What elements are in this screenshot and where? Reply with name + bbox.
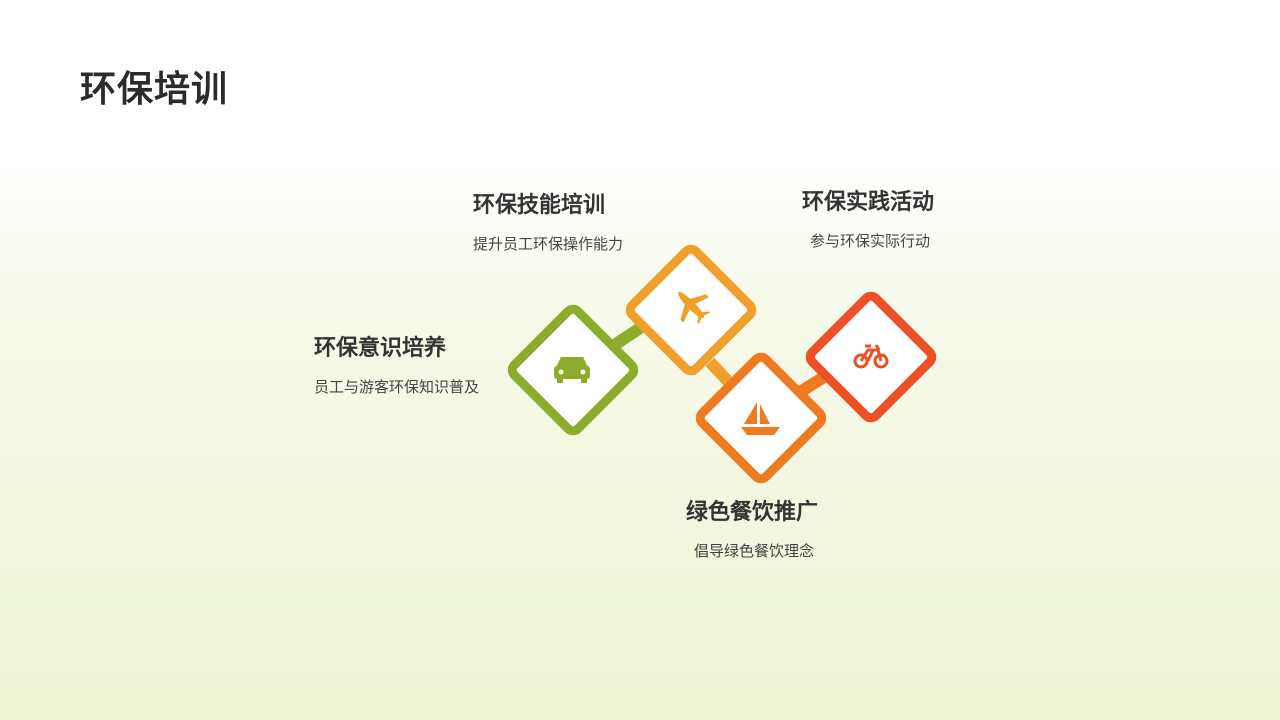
step-1-desc: 员工与游客环保知识普及 bbox=[314, 378, 480, 396]
airplane-icon bbox=[677, 291, 711, 325]
step-1-diamond bbox=[507, 304, 639, 436]
step-4-title: 环保实践活动 bbox=[802, 190, 935, 215]
step-3-title: 绿色餐饮推广 bbox=[686, 500, 819, 525]
step-1-text: 环保意识培养 员工与游客环保知识普及 bbox=[314, 330, 479, 397]
step-2-text: 环保技能培训 提升员工环保操作能力 bbox=[473, 187, 623, 254]
car-icon bbox=[554, 357, 590, 383]
step-1-title: 环保意识培养 bbox=[314, 336, 447, 361]
bicycle-icon bbox=[853, 344, 889, 369]
step-3-text: 绿色餐饮推广 倡导绿色餐饮理念 bbox=[686, 494, 818, 561]
step-2-diamond bbox=[625, 244, 757, 376]
page-title: 环保培训 bbox=[80, 69, 229, 110]
step-4-desc: 参与环保实际行动 bbox=[810, 232, 931, 250]
step-3-desc: 倡导绿色餐饮理念 bbox=[694, 542, 815, 560]
sailboat-icon bbox=[741, 402, 780, 435]
step-2-title: 环保技能培训 bbox=[473, 193, 606, 218]
step-4-diamond bbox=[805, 291, 937, 423]
step-2-desc: 提升员工环保操作能力 bbox=[473, 235, 624, 253]
step-3-diamond bbox=[695, 352, 827, 484]
step-4-text: 环保实践活动 参与环保实际行动 bbox=[802, 184, 934, 251]
